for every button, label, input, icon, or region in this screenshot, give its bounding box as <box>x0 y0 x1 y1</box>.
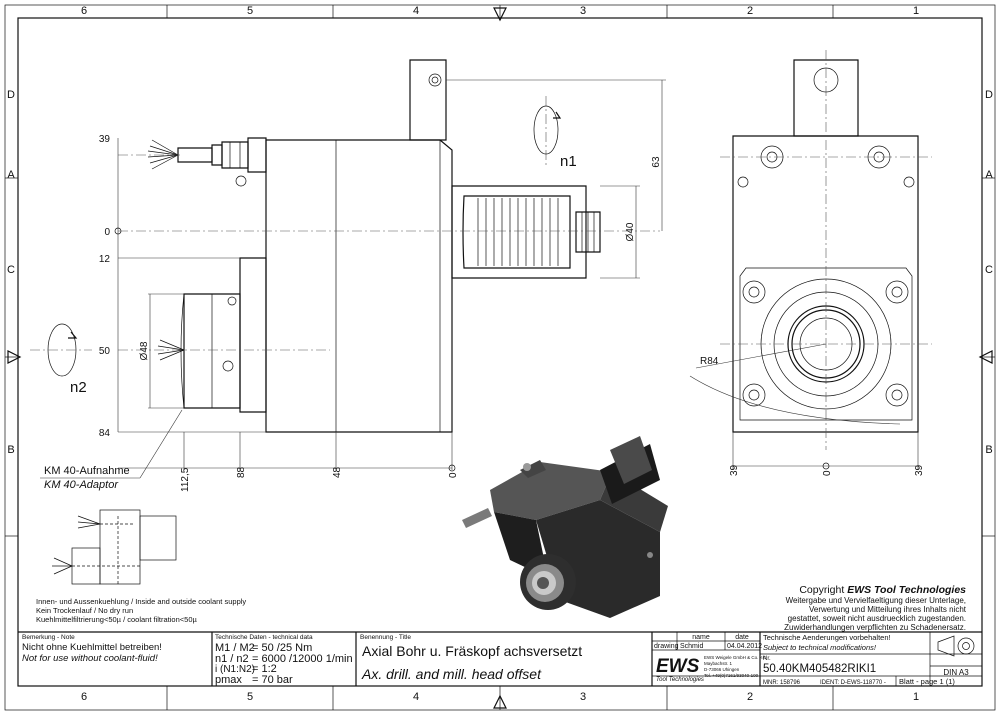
rotation-label-n2: n2 <box>70 379 87 396</box>
remark-header: Bemerkung - Note <box>22 634 75 641</box>
number-label: Nr. <box>763 656 771 662</box>
dim-height-63: 63 <box>651 156 662 168</box>
col-label-top-3: 3 <box>580 5 586 17</box>
copyright-text-1: Weitergabe und Vervielfaeltigung dieser … <box>786 596 966 605</box>
company-logo-sub: Tool Technologies <box>656 677 704 683</box>
front-dim-0: 0 <box>822 470 833 476</box>
row-label-left-C: C <box>7 264 15 276</box>
dim-dia-48: Ø48 <box>139 341 150 360</box>
col-label-bottom-4: 4 <box>413 691 419 703</box>
drawing-name: Schmid <box>680 643 703 650</box>
row-label-right-B: B <box>985 444 992 456</box>
tech-value-4: = 70 bar <box>252 674 293 686</box>
company-line-2: Maybachstr. 1 <box>704 661 733 666</box>
row-label-left-D: D <box>7 89 15 101</box>
company-line-3: D-73066 Uhingen <box>704 667 740 672</box>
col-label-bottom-6: 6 <box>81 691 87 703</box>
coolant-schematic <box>52 509 177 585</box>
col-label-bottom-3: 3 <box>580 691 586 703</box>
dim-x-88: 88 <box>236 466 247 478</box>
copyright-text-3: gestattet, soweit nicht ausdruecklich zu… <box>788 614 966 623</box>
company-line-1: EWS Weigele GmbH & Co. KG <box>704 655 767 660</box>
dim-y-84: 84 <box>99 428 111 439</box>
front-dim-39-right: 39 <box>914 464 925 476</box>
drawing-date: 04.04.2012 <box>727 643 762 650</box>
coolant-note-2: Kein Trockenlauf / No dry run <box>36 606 133 615</box>
col-label-bottom-5: 5 <box>247 691 253 703</box>
rotation-label-n1: n1 <box>560 153 577 170</box>
tech-value-1: = 50 /25 Nm <box>252 642 312 654</box>
title-en: Ax. drill. and mill. head offset <box>361 666 542 682</box>
drawing-number: 50.40KM405482RIKI1 <box>763 663 876 675</box>
dim-x-0: 0 <box>448 472 459 478</box>
modifications-en: Subject to technical modifications! <box>763 643 877 652</box>
callout-de: KM 40-Aufnahme <box>44 465 130 477</box>
tech-value-2: = 6000 /12000 1/min <box>252 653 353 665</box>
copyright-line: Copyright EWS Tool Technologies <box>799 584 966 596</box>
tech-label-3: i (N1:N2) <box>215 664 255 675</box>
dim-y-50: 50 <box>99 346 111 357</box>
coolant-note-1: Innen- und Aussenkuehlung / Inside and o… <box>36 597 246 606</box>
dim-dia-40: Ø40 <box>625 222 636 241</box>
remark-de: Nicht ohne Kuehlmittel betreiben! <box>22 642 162 653</box>
modifications-de: Technische Aenderungen vorbehalten! <box>763 633 891 642</box>
col-name-header: name <box>692 634 710 641</box>
remark-en: Not for use without coolant-fluid! <box>22 653 158 664</box>
grid-ticks <box>5 5 995 710</box>
row-label-left-B: B <box>7 444 14 456</box>
front-dim-r84: R84 <box>700 356 719 367</box>
front-dim-39-left: 39 <box>729 464 740 476</box>
dim-y-0: 0 <box>104 227 110 238</box>
title-de: Axial Bohr u. Fräskopf achsversetzt <box>362 643 582 659</box>
centering-marks <box>7 7 993 709</box>
drawing-label: drawing <box>654 643 679 650</box>
callout-en: KM 40-Adaptor <box>44 479 119 491</box>
col-label-top-4: 4 <box>413 5 419 17</box>
col-label-top-5: 5 <box>247 5 253 17</box>
title-header: Benennung - Title <box>360 634 411 641</box>
side-view <box>30 59 666 472</box>
mnr-number: MNR: 158796 <box>763 680 801 686</box>
dim-x-48: 48 <box>332 466 343 478</box>
col-label-top-2: 2 <box>747 5 753 17</box>
col-label-bottom-1: 1 <box>913 691 919 703</box>
copyright-text-4: Zuwiderhandlungen verpflichten zu Schade… <box>784 623 966 632</box>
company-logo: EWS <box>656 656 700 677</box>
col-label-top-6: 6 <box>81 5 87 17</box>
copyright-brand: EWS Tool Technologies <box>847 584 966 596</box>
row-label-right-A: A <box>985 169 993 181</box>
isometric-render <box>462 436 668 618</box>
tech-label-1: M1 / M2 <box>215 642 255 654</box>
row-label-right-C: C <box>985 264 993 276</box>
dim-y-12: 12 <box>99 254 111 265</box>
title-block <box>18 631 982 686</box>
sheet-number: Blatt - page 1 (1) <box>899 677 955 686</box>
row-label-right-D: D <box>985 89 993 101</box>
paper-size: DIN A3 <box>943 668 969 677</box>
tech-label-4: pmax <box>215 674 242 686</box>
company-line-4: Tel. +49(0)7161/93040-100 <box>704 673 759 678</box>
copyright-text-2: Verwertung und Mitteilung ihres Inhalts … <box>809 605 967 614</box>
copyright-prefix: Copyright <box>799 584 847 596</box>
dim-y-39: 39 <box>99 134 111 145</box>
dim-x-112-5: 112,5 <box>180 467 191 492</box>
tech-label-2: n1 / n2 <box>215 653 249 665</box>
tech-value-3: = 1:2 <box>252 663 277 675</box>
col-label-bottom-2: 2 <box>747 691 753 703</box>
coolant-note-3: Kuehlmittelfiltrierung<50µ / coolant fil… <box>36 615 197 624</box>
front-view <box>689 50 932 470</box>
row-label-left-A: A <box>7 169 15 181</box>
tech-header: Technische Daten - technical data <box>215 634 313 641</box>
col-label-top-1: 1 <box>913 5 919 17</box>
ident-number: IDENT: D-EWS-118770 - <box>820 680 886 686</box>
col-date-header: date <box>735 634 749 641</box>
